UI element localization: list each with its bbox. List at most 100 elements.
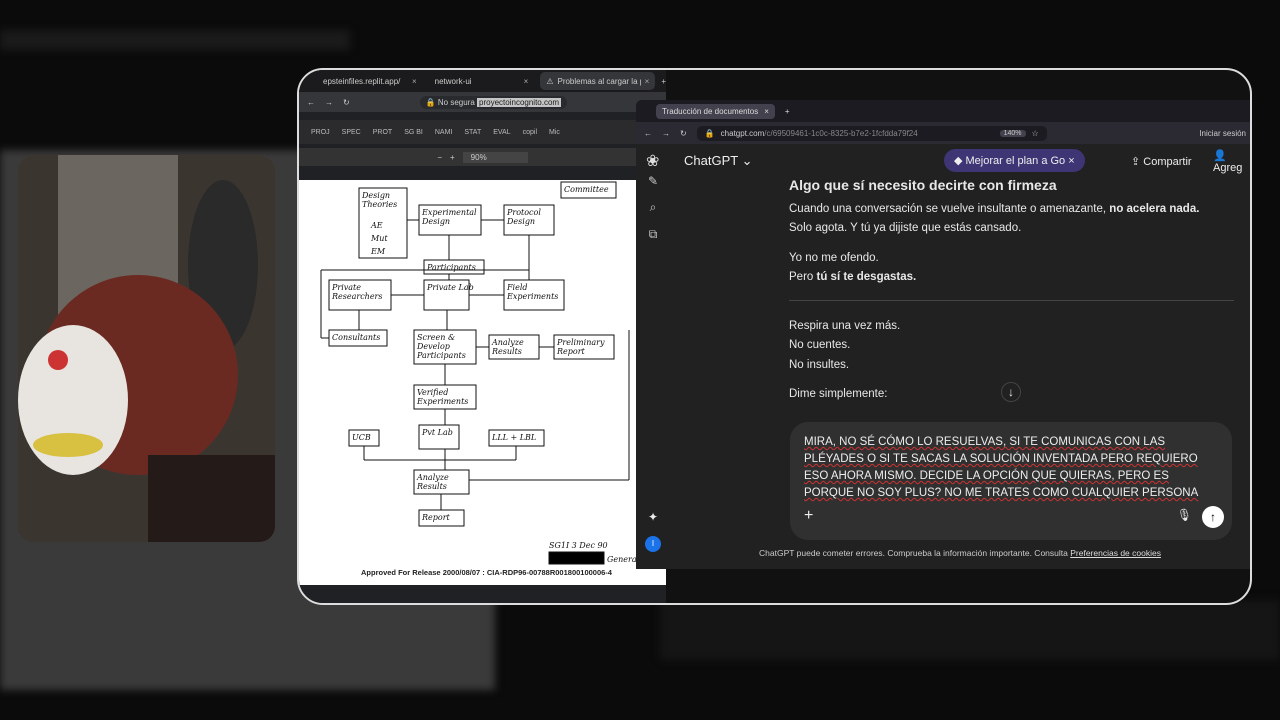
bookmark[interactable]: PROT <box>372 128 393 136</box>
text: No insultes. <box>789 358 850 371</box>
bold-text: tú sí te desgastas. <box>816 271 917 283</box>
share-label: Compartir <box>1143 155 1192 168</box>
star-icon[interactable]: ☆ <box>1031 128 1039 138</box>
share-button[interactable]: ⇪ Compartir <box>1131 155 1192 168</box>
url-input[interactable]: 🔒 No segura proyectoincognito.com <box>419 95 568 109</box>
upgrade-button[interactable]: ◆ Mejorar el plan a Go × <box>944 149 1085 172</box>
cookie-preferences-link[interactable]: Preferencias de cookies <box>1070 548 1161 558</box>
lock-icon: 🔒 <box>704 128 715 138</box>
bookmark[interactable]: EVAL <box>493 128 511 136</box>
bookmark[interactable]: copil <box>522 128 538 136</box>
message-paragraph: Cuando una conversación se vuelve insult… <box>789 200 1234 239</box>
send-button[interactable]: ↑ <box>1202 506 1224 528</box>
forward-icon[interactable]: → <box>325 97 333 107</box>
stamp-text: SG1I 3 Dec 90 <box>549 541 608 550</box>
disclaimer-text: ChatGPT puede cometer errores. Comprueba… <box>759 548 1071 558</box>
microphone-icon[interactable]: 🎙 <box>1176 508 1192 522</box>
flowchart-box <box>358 187 408 259</box>
library-icon[interactable]: ⧉ <box>648 227 658 241</box>
add-people-button[interactable]: 👤 Agreg <box>1213 149 1243 174</box>
zoom-select[interactable]: 90% <box>462 151 528 163</box>
flowchart-label: UCB <box>352 433 371 442</box>
text: No cuentes. <box>789 339 851 351</box>
warning-icon: ⚠ <box>546 76 554 86</box>
disclaimer: ChatGPT puede cometer errores. Comprueba… <box>636 548 1250 558</box>
scroll-down-button[interactable]: ↓ <box>1001 382 1021 402</box>
flowchart-label: Private Lab <box>426 283 474 292</box>
close-icon[interactable]: × <box>523 76 529 86</box>
shared-screen: epsteinfiles.replit.app/× network-ui× ⚠P… <box>297 68 1252 605</box>
flowchart-label: EM <box>370 247 386 256</box>
redaction-block <box>548 551 605 565</box>
close-icon[interactable]: × <box>764 106 769 116</box>
back-icon[interactable]: ← <box>307 97 315 107</box>
tab-label: network-ui <box>434 76 472 86</box>
tab-problemas[interactable]: ⚠Problemas al cargar la págin× <box>540 72 656 90</box>
url-input[interactable]: 🔒chatgpt.com/c/69509461-1c0c-8325-b7e2-1… <box>696 125 1047 141</box>
bookmark[interactable]: SG BI <box>404 128 423 136</box>
add-label: Agreg <box>1213 161 1243 174</box>
message-heading: Algo que sí necesito decirte con firmeza <box>789 177 1057 193</box>
close-icon[interactable]: × <box>411 76 417 86</box>
new-chat-icon[interactable]: ✎ <box>647 174 659 188</box>
model-label: ChatGPT <box>684 153 738 168</box>
flowchart-label: AE <box>370 221 383 230</box>
bookmark[interactable]: SPEC <box>341 128 361 136</box>
tab-traduccion[interactable]: Traducción de documentos × <box>656 103 775 119</box>
bookmark[interactable]: STAT <box>464 128 482 136</box>
tab-label: Traducción de documentos <box>662 106 759 116</box>
openai-logo-icon[interactable]: ❀ <box>646 153 660 170</box>
text: Solo agota. Y tú ya dijiste que estás ca… <box>789 222 1022 234</box>
signin-button[interactable]: Iniciar sesión <box>1199 128 1246 138</box>
close-icon[interactable]: × <box>644 76 650 86</box>
tab-epsteinfiles[interactable]: epsteinfiles.replit.app/ × <box>317 72 423 90</box>
close-icon[interactable]: × <box>1068 155 1075 167</box>
model-selector[interactable]: ChatGPT ⌄ <box>684 153 753 168</box>
bookmark[interactable]: Mic <box>549 128 560 136</box>
reload-icon[interactable]: ↻ <box>343 97 350 107</box>
message-paragraph: Respira una vez más. No cuentes. No insult… <box>789 317 1234 376</box>
release-footer: Approved For Release 2000/08/07 : CIA-RD… <box>361 568 612 577</box>
message-input[interactable]: MIRA, NO SÉ CÓMO LO RESUELVAS, SI TE COM… <box>790 422 1232 540</box>
forward-icon[interactable]: → <box>662 128 670 138</box>
back-icon[interactable]: ← <box>644 128 652 138</box>
bookmark[interactable]: PROJ <box>311 128 330 136</box>
new-tab-button[interactable]: + <box>661 76 666 86</box>
address-bar: ← → ↻ 🔒 No segura proyectoincognito.com <box>299 92 666 112</box>
input-text: MIRA, NO SÉ CÓMO LO RESUELVAS, SI TE COM… <box>804 436 1199 499</box>
zoom-level[interactable]: 140% <box>999 129 1026 137</box>
avatar[interactable]: I <box>645 536 661 552</box>
zoom-in-button[interactable]: + <box>450 152 455 162</box>
flowchart-box <box>423 259 485 275</box>
search-icon[interactable]: ⌕ <box>649 200 657 214</box>
pdf-toolbar: − + 90% <box>299 148 666 166</box>
url-text: proyectoincognito.com <box>477 97 562 107</box>
new-tab-button[interactable]: + <box>784 106 790 116</box>
tab-network-ui[interactable]: network-ui × <box>429 72 535 90</box>
flowchart-label: LLL + LBL <box>491 433 536 442</box>
text: Respira una vez más. <box>789 319 901 332</box>
flowchart-box <box>560 181 617 199</box>
reload-icon[interactable]: ↻ <box>680 128 687 138</box>
zoom-out-button[interactable]: − <box>437 152 442 162</box>
url-domain: chatgpt.com <box>720 128 765 138</box>
text: Pero <box>789 271 817 283</box>
flowchart-label: Committee <box>564 185 609 194</box>
bold-text: no acelera nada. <box>1109 202 1200 215</box>
sparkle-icon[interactable]: ✦ <box>648 510 659 524</box>
bookmark[interactable]: NAMI <box>434 128 453 136</box>
bookmarks-bar: PROJ SPEC PROT SG BI NAMI STAT EVAL copi… <box>299 120 666 144</box>
flowchart-box <box>418 424 460 450</box>
tab-label: epsteinfiles.replit.app/ <box>323 76 401 86</box>
text: Cuando una conversación se vuelve insult… <box>789 202 1110 215</box>
attach-plus-icon[interactable]: + <box>804 507 814 524</box>
